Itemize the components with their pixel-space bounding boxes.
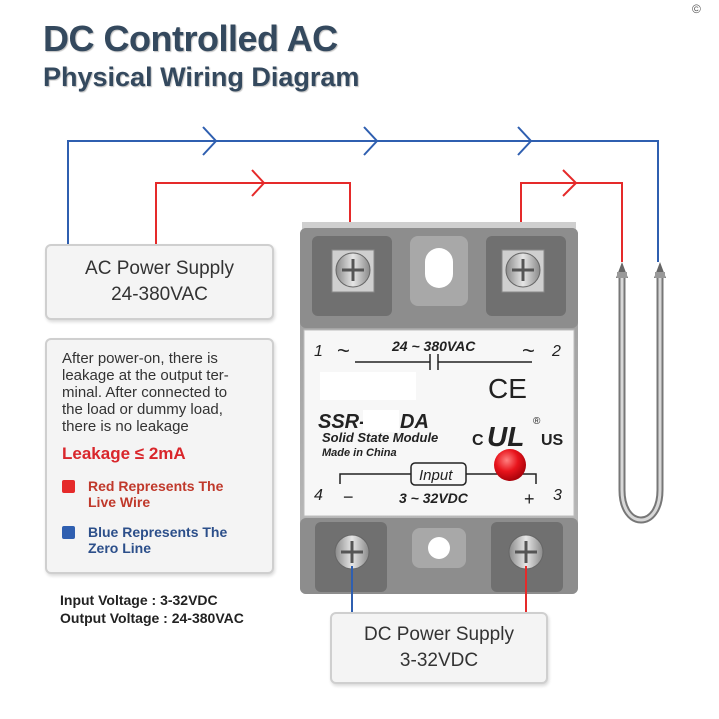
screw-terminal-3 [508,534,544,570]
leakage-value: Leakage ≤ 2mA [62,444,186,463]
screw-terminal-4 [334,534,370,570]
zero-color-swatch [62,526,75,539]
copyright-icon: © [692,2,701,16]
dc-supply-name: DC Power Supply [364,624,514,645]
terminal-2-label: 2 [551,343,561,360]
made-in-label: Made in China [322,447,397,459]
screw-terminal-1 [331,249,375,293]
live-color-swatch [62,480,75,493]
legend-live: Red Represents The Live Wire [62,478,264,510]
output-voltage: Output Voltage : 24-380VAC [60,610,244,626]
dc-power-supply-box: DC Power Supply 3-32VDC [330,612,548,684]
voltage-ratings: Input Voltage : 3-32VDC Output Voltage :… [60,591,244,627]
ul-c-label: C [472,432,484,449]
ul-us-label: US [541,432,564,449]
ul-registered: ® [533,416,541,427]
ac-tilde-left: ~ [337,338,350,363]
heating-element-load [616,262,666,524]
ac-supply-voltage: 24-380VAC [111,284,208,305]
module-subtitle: Solid State Module [322,430,438,445]
live-line [155,169,623,262]
legend-zero: Blue Represents The Zero Line [62,524,264,556]
model-prefix: SSR- [318,411,366,433]
input-voltage: Input Voltage : 3-32VDC [60,592,218,608]
minus-sign: − [343,487,354,507]
ac-supply-name: AC Power Supply [85,258,234,279]
page-title: DC Controlled AC [43,18,338,59]
terminal-4-label: 4 [314,487,323,504]
screw-terminal-2 [501,249,545,293]
info-box: After power-on, there is leakage at the … [45,338,274,574]
page-subtitle: Physical Wiring Diagram [43,62,360,92]
plus-sign: + [524,489,535,509]
ce-mark: CE [488,373,527,404]
ac-range-label: 24 ~ 380VAC [391,338,476,354]
status-led [494,449,526,481]
input-range-label: 3 ~ 32VDC [399,490,469,506]
terminal-3-label: 3 [553,487,562,504]
dc-supply-voltage: 3-32VDC [399,650,479,671]
zero-line [67,126,659,262]
terminal-1-label: 1 [314,343,323,360]
dc-wires [351,566,527,612]
ul-mark: UL [487,421,524,452]
input-label: Input [419,467,453,484]
ac-power-supply-box: AC Power Supply 24-380VAC [45,244,274,320]
ac-tilde-right: ~ [522,338,535,363]
model-suffix: DA [400,411,429,433]
module-label: 1 ~ 24 ~ 380VAC ~ 2 SSR- DA Solid State … [314,338,564,509]
leakage-note: After power-on, there is leakage at the … [62,350,229,435]
